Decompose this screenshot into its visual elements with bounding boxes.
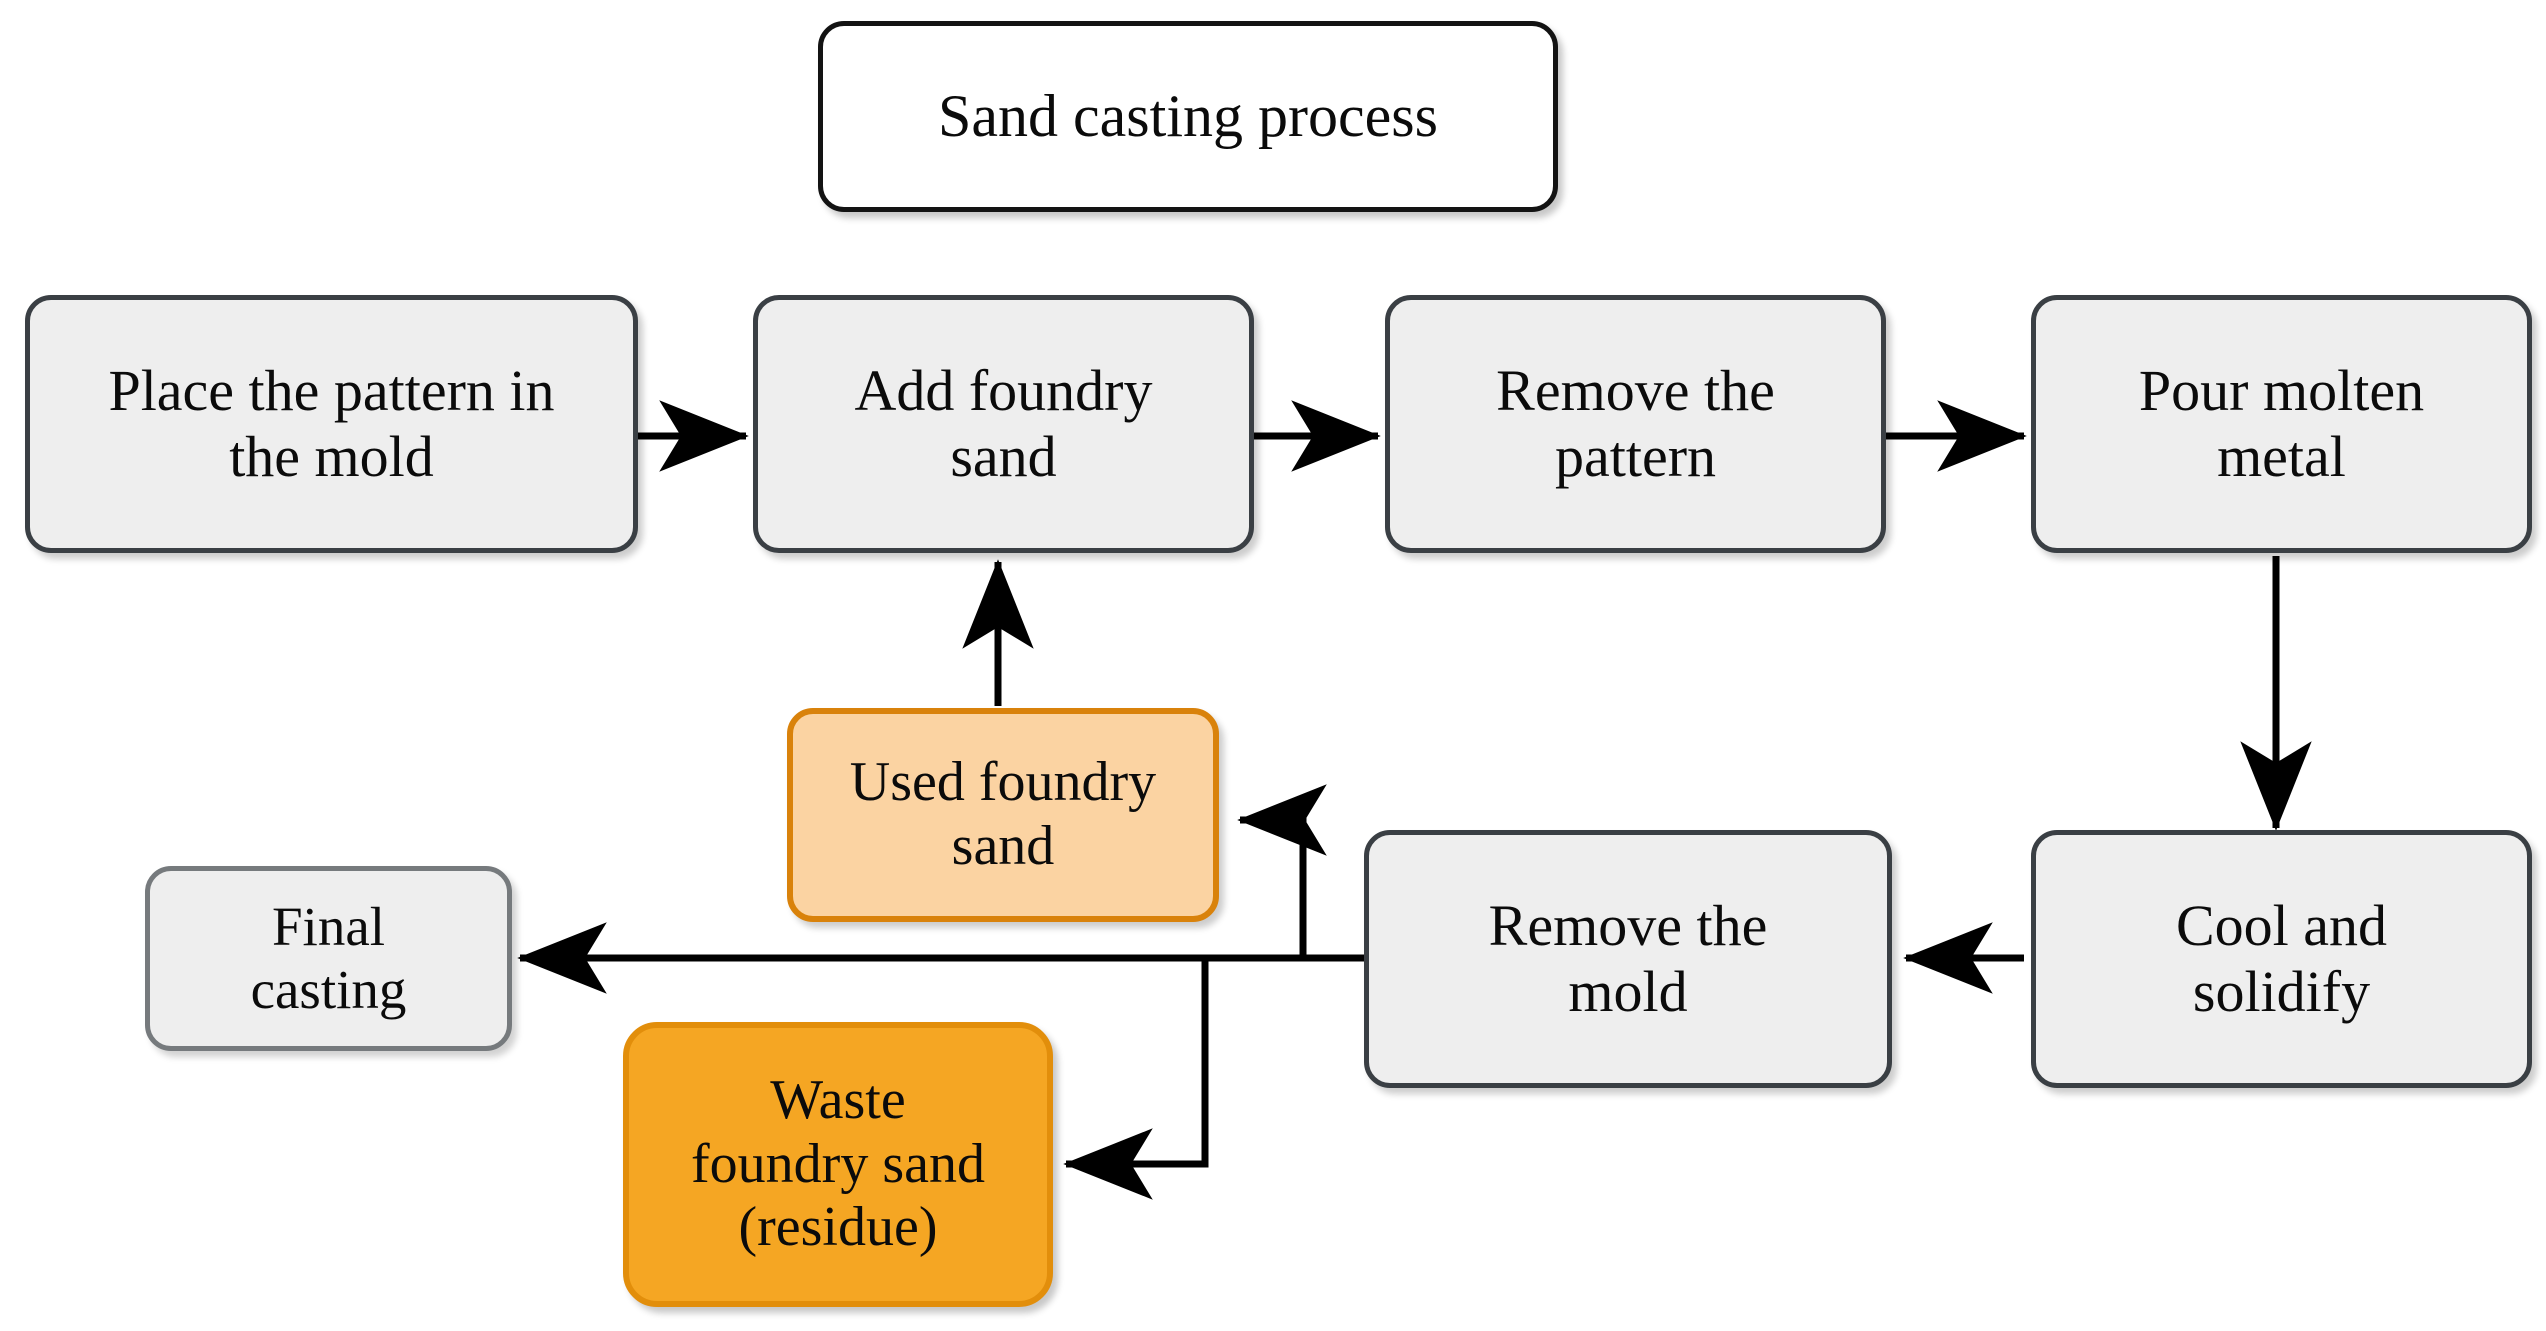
node-waste-foundry-sand-residue[interactable]: Waste foundry sand (residue) [623,1022,1053,1307]
node-used-foundry-sand[interactable]: Used foundry sand [787,708,1219,922]
node-final-casting[interactable]: Final casting [145,866,512,1051]
node-remove-the-pattern[interactable]: Remove the pattern [1385,295,1886,553]
node-pour-molten-metal[interactable]: Pour molten metal [2031,295,2532,553]
node-title: Sand casting process [818,21,1558,212]
node-add-foundry-sand[interactable]: Add foundry sand [753,295,1254,553]
edge-remove-mold-to-waste-sand [1063,958,1209,1200]
node-place-the-pattern-in-the-mold[interactable]: Place the pattern in the mold [25,295,638,553]
node-remove-the-mold[interactable]: Remove the mold [1364,830,1892,1088]
edge-remove-mold-to-used-sand [1237,784,1364,962]
node-cool-and-solidify[interactable]: Cool and solidify [2031,830,2532,1088]
